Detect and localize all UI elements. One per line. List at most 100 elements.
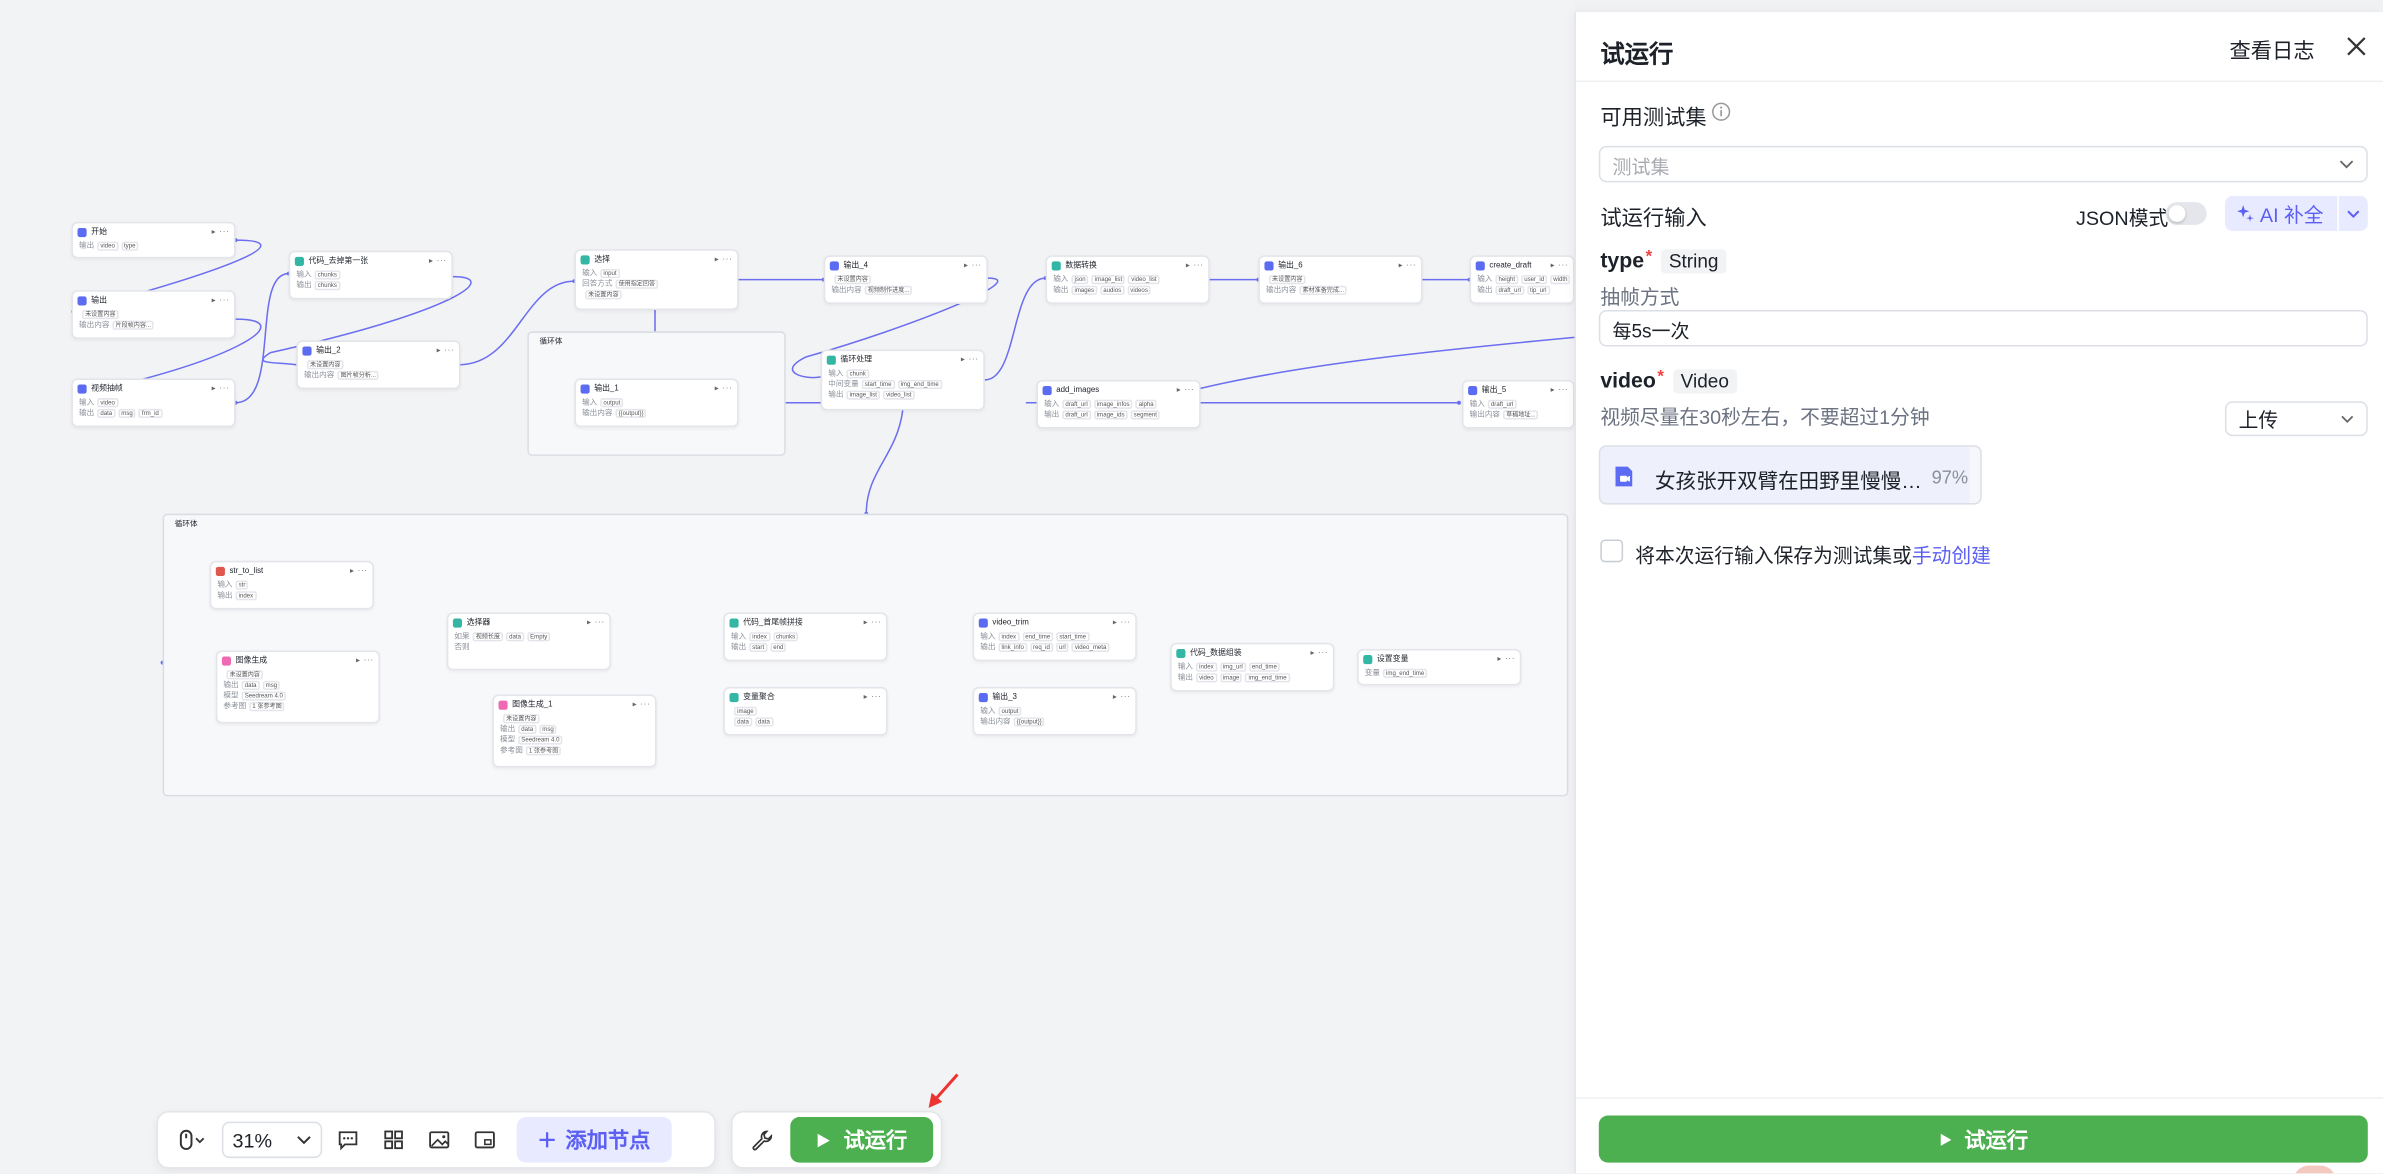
node-title: 输出_6 <box>1278 261 1303 271</box>
node-more-icon[interactable]: ▸ ··· <box>356 655 374 665</box>
node-more-icon[interactable]: ▸ ··· <box>714 254 733 264</box>
node-more-icon[interactable]: ▸ ··· <box>211 295 230 305</box>
node-more-icon[interactable]: ▸ ··· <box>1497 654 1516 664</box>
node-row: 未设置内容 <box>1260 274 1421 285</box>
node-more-icon[interactable]: ▸ ··· <box>632 699 651 709</box>
layout-button[interactable] <box>374 1120 414 1160</box>
add-node-label: 添加节点 <box>565 1127 651 1152</box>
node-variable-chip: link_info <box>998 642 1027 652</box>
video-upload-file[interactable]: 女孩张开双臂在田野里慢慢… 97% <box>1598 445 1982 505</box>
node-type-icon <box>978 692 988 702</box>
node-more-icon[interactable]: ▸ ··· <box>587 617 605 627</box>
node-more-icon[interactable]: ▸ ··· <box>1112 692 1131 702</box>
minimap-icon <box>474 1131 495 1149</box>
avatar[interactable] <box>2293 1165 2336 1174</box>
node-row-label: 输入 <box>1469 399 1485 409</box>
json-mode-toggle[interactable] <box>2165 202 2207 225</box>
node-header: add_images▸ ··· <box>1038 381 1199 398</box>
pointer-mode-button[interactable] <box>167 1120 216 1160</box>
node-title: 设置变量 <box>1376 655 1409 665</box>
view-log-link[interactable]: 查看日志 <box>2229 37 2315 63</box>
grid-layout-icon <box>384 1130 403 1150</box>
node-more-icon[interactable]: ▸ ··· <box>1112 617 1131 627</box>
node-header: 视频抽帧▸ ··· <box>73 380 234 397</box>
node-variable-chip: end <box>770 642 787 652</box>
node-variable-chip: image_list <box>1091 274 1126 284</box>
node-more-icon[interactable]: ▸ ··· <box>349 566 368 576</box>
node-variable-chip: output <box>998 705 1022 716</box>
debug-tool-button[interactable] <box>739 1120 785 1160</box>
node-more-icon[interactable]: ▸ ··· <box>963 260 982 270</box>
ai-fill-dropdown[interactable] <box>2337 196 2367 232</box>
node-more-icon[interactable]: ▸ ··· <box>1550 260 1569 270</box>
node-more-icon[interactable]: ▸ ··· <box>1310 648 1329 658</box>
node-title: 输出 <box>91 296 107 306</box>
node-more-icon[interactable]: ▸ ··· <box>863 692 882 702</box>
node-header: 选择器▸ ··· <box>448 614 609 631</box>
panel-run-button[interactable]: 试运行 <box>1598 1115 2368 1163</box>
testset-select[interactable]: 测试集 <box>1598 145 2368 183</box>
node-more-icon[interactable]: ▸ ··· <box>1398 260 1417 270</box>
type-field-label: type*String <box>1600 247 1727 274</box>
workflow-node-out2[interactable]: 输出_2▸ ···未设置内容输出内容图片帧分析... <box>296 340 461 390</box>
type-field-input[interactable]: 每5s一次 <box>1598 310 2368 347</box>
ai-fill-button[interactable]: AI 补全 <box>2225 196 2333 231</box>
node-more-icon[interactable]: ▸ ··· <box>1550 385 1569 395</box>
canvas-run-button[interactable]: 试运行 <box>790 1117 934 1163</box>
node-row-label: 输入 <box>582 268 598 279</box>
close-icon[interactable] <box>2347 36 2367 56</box>
add-node-button[interactable]: 添加节点 <box>516 1117 672 1163</box>
image-button[interactable] <box>419 1120 459 1160</box>
workflow-node-out1[interactable]: 输出▸ ···未设置内容输出内容片段帧内容... <box>71 290 236 339</box>
node-more-icon[interactable]: ▸ ··· <box>1185 260 1204 270</box>
node-title: 开始 <box>91 227 107 238</box>
manual-create-link[interactable]: 手动创建 <box>1911 544 1991 567</box>
node-more-icon[interactable]: ▸ ··· <box>211 383 230 393</box>
node-variable-chip: image <box>1219 672 1243 682</box>
comment-button[interactable] <box>328 1120 368 1160</box>
node-variable-chip: str <box>235 579 249 589</box>
workflow-node-out6[interactable]: 输出_6▸ ···未设置内容输出内容素材准备完成... <box>1258 255 1423 304</box>
save-testset-checkbox[interactable] <box>1600 539 1624 563</box>
minimap-button[interactable] <box>465 1120 505 1160</box>
workflow-node-out4[interactable]: 输出_4▸ ···未设置内容输出内容视频制作进度... <box>823 255 988 304</box>
image-icon <box>428 1131 449 1149</box>
node-more-icon[interactable]: ▸ ··· <box>211 227 230 237</box>
node-more-icon[interactable]: ▸ ··· <box>428 256 447 266</box>
node-more-icon[interactable]: ▸ ··· <box>1176 385 1195 395</box>
node-variable-chip: start_time <box>861 379 895 389</box>
node-more-icon[interactable]: ▸ ··· <box>960 354 979 364</box>
node-row: 输出内容片段帧内容... <box>73 319 234 330</box>
field-name: type <box>1600 247 1645 273</box>
upload-select[interactable]: 上传 <box>2224 401 2368 437</box>
node-header: 输出_4▸ ··· <box>825 257 986 274</box>
video-field-desc: 视频尽量在30秒左右，不要超过1分钟 <box>1600 405 1930 429</box>
node-more-icon[interactable]: ▸ ··· <box>436 345 455 355</box>
node-more-icon[interactable]: ▸ ··· <box>863 617 882 627</box>
zoom-select[interactable]: 31% <box>221 1121 323 1159</box>
node-more-icon[interactable]: ▸ ··· <box>714 383 733 393</box>
